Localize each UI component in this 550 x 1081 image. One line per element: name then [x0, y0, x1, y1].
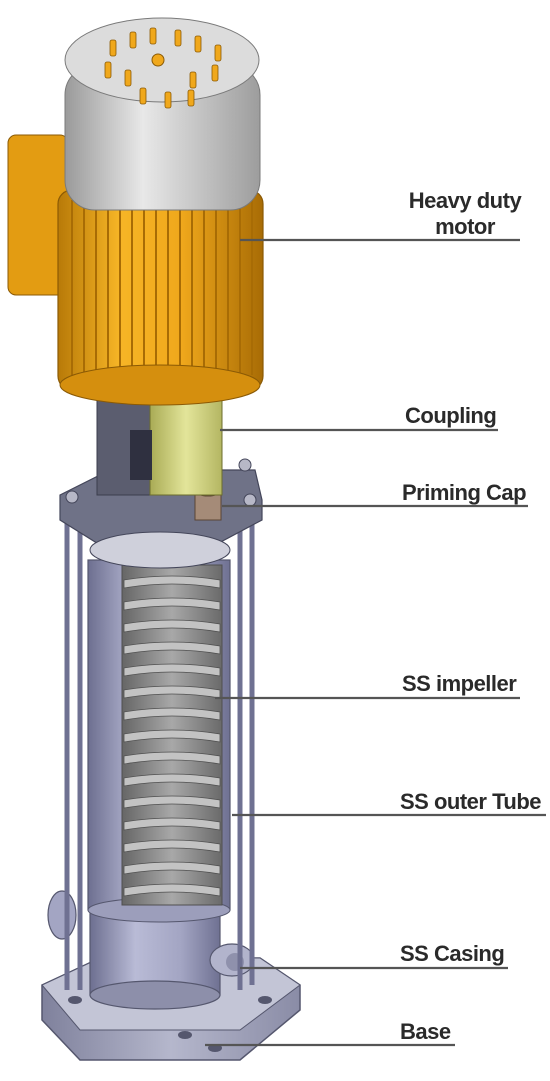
impeller-stack: [121, 564, 223, 906]
vent-slot: [149, 27, 157, 45]
impeller-stage: [123, 795, 221, 809]
label-impeller: SS impeller: [402, 671, 517, 696]
impeller-stage: [123, 751, 221, 765]
label-casing: SS Casing: [400, 941, 505, 966]
label-motor-line1: Heavy duty: [408, 188, 522, 213]
impeller-stage: [123, 619, 221, 633]
leader-lines: [205, 238, 546, 1047]
impeller-stage: [123, 773, 221, 787]
impeller-stage: [123, 663, 221, 677]
vent-slot: [129, 31, 137, 49]
impeller-stage: [123, 707, 221, 721]
impeller-stage: [123, 817, 221, 831]
label-priming-cap: Priming Cap: [402, 480, 527, 505]
vent-slot: [194, 35, 202, 53]
impeller-stage: [123, 729, 221, 743]
vent-slot: [124, 69, 132, 87]
label-coupling: Coupling: [405, 403, 497, 428]
label-motor: Heavy duty motor: [395, 188, 535, 240]
vent-slot: [139, 87, 147, 105]
vent-slot: [104, 61, 112, 79]
label-motor-line2: motor: [435, 214, 495, 239]
motor-cap: [64, 17, 261, 211]
impeller-stage: [123, 861, 221, 875]
impeller-stage: [123, 883, 221, 897]
vent-slot: [109, 39, 117, 57]
tie-rods: [64, 520, 255, 990]
impeller-stage: [123, 641, 221, 655]
vent-slot: [189, 71, 197, 89]
vent-slot: [174, 29, 182, 47]
label-base: Base: [400, 1019, 451, 1044]
label-outer-tube: SS outer Tube: [400, 789, 542, 814]
vent-slot: [211, 64, 219, 82]
vent-slot: [164, 91, 172, 109]
vent-slot: [187, 89, 195, 107]
vent-slot: [214, 44, 222, 62]
impeller-stage: [123, 839, 221, 853]
impeller-stage: [123, 575, 221, 589]
impeller-stage: [123, 597, 221, 611]
motor: [7, 134, 264, 406]
